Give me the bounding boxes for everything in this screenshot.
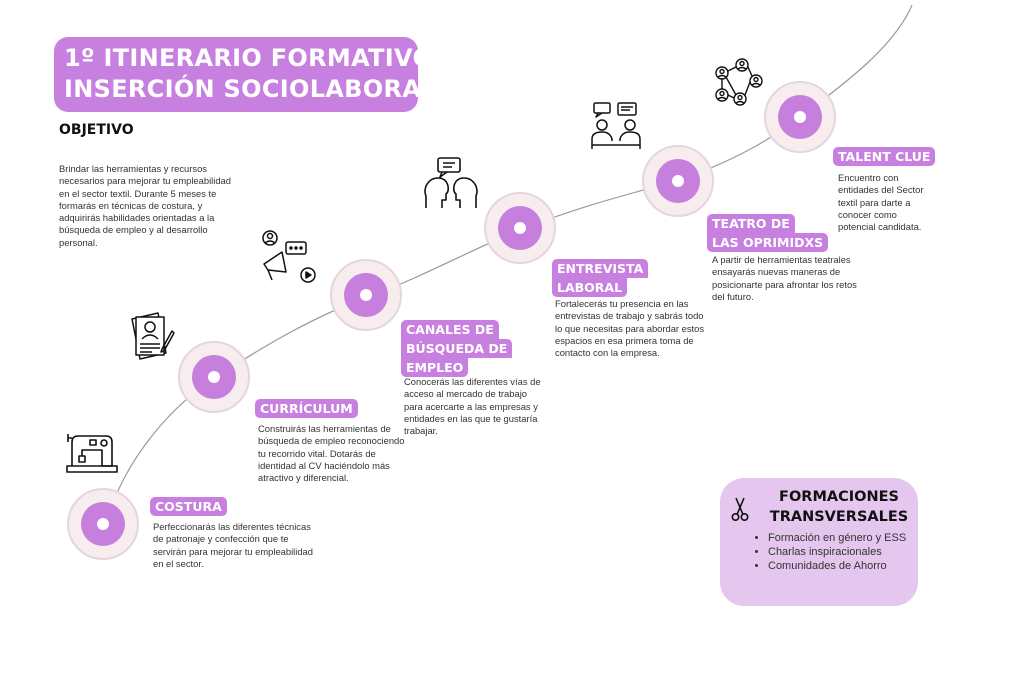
stage-text-teatro: A partir de herramientas teatrales ensay… (712, 254, 857, 302)
objetivo-heading: OBJETIVO (59, 122, 134, 138)
stage-label-line: EMPLEO (401, 358, 469, 377)
list-item: Comunidades de Ahorro (768, 559, 930, 573)
title-line-1: 1º ITINERARIO FORMATIVO (64, 44, 434, 72)
stage-label-entrevista: ENTREVISTA LABORAL (552, 259, 649, 297)
network-people-icon (715, 58, 763, 106)
title-line-2: INSERCIÓN SOCIOLABORAL (64, 75, 437, 103)
stage-label-line: LAS OPRIMIDXS (707, 233, 829, 252)
formaciones-list: Formación en género y ESS Charlas inspir… (752, 531, 930, 573)
stage-label-costura: COSTURA (150, 497, 227, 516)
objetivo-text: Brindar las herramientas y recursos nece… (59, 163, 231, 248)
stage-node-costura (67, 488, 139, 560)
list-item: Formación en género y ESS (768, 531, 930, 545)
formaciones-title-line: FORMACIONES (779, 489, 899, 505)
stage-node-curriculum (178, 341, 250, 413)
stage-text-curriculum: Construirás las herramientas de búsqueda… (258, 423, 405, 484)
stage-node-talent-clue (764, 81, 836, 153)
stage-label-line: COSTURA (155, 499, 222, 514)
megaphone-channels-icon (262, 230, 316, 283)
stage-label-teatro: TEATRO DE LAS OPRIMIDXS (707, 214, 829, 252)
stage-label-curriculum: CURRÍCULUM (255, 399, 358, 418)
sewing-machine-icon (66, 434, 118, 473)
formaciones-panel (720, 478, 918, 606)
formaciones-title: FORMACIONES TRANSVERSALES (764, 487, 914, 527)
stage-label-line: CURRÍCULUM (260, 401, 353, 416)
stage-label-talent-clue: TALENT CLUE (833, 147, 936, 166)
formaciones-title-line: TRANSVERSALES (769, 509, 909, 525)
stage-label-line: TEATRO DE (707, 214, 795, 233)
list-item: Charlas inspiracionales (768, 545, 930, 559)
stage-label-line: CANALES DE (401, 320, 499, 339)
stage-node-teatro (642, 145, 714, 217)
meeting-people-icon (591, 102, 641, 149)
scissors-icon (731, 497, 749, 521)
stage-node-canales (330, 259, 402, 331)
stage-node-entrevista (484, 192, 556, 264)
stage-label-canales: CANALES DE BÚSQUEDA DE EMPLEO (401, 320, 513, 377)
stage-text-costura: Perfeccionarás las diferentes técnicas d… (153, 521, 313, 569)
stage-label-line: BÚSQUEDA DE (401, 339, 513, 358)
stage-text-canales: Conocerás las diferentes vías de acceso … (404, 376, 541, 437)
stage-text-entrevista: Fortalecerás tu presencia en las entrevi… (555, 298, 705, 359)
stage-label-line: TALENT CLUE (838, 149, 931, 164)
stage-label-line: ENTREVISTA (552, 259, 649, 278)
stage-text-talent-clue: Encuentro con entidades del Sector texti… (838, 172, 924, 233)
resume-document-icon (131, 312, 175, 360)
page-title: 1º ITINERARIO FORMATIVO INSERCIÓN SOCIOL… (54, 37, 437, 112)
stage-label-line: LABORAL (552, 278, 628, 297)
conversation-heads-icon (424, 157, 478, 208)
